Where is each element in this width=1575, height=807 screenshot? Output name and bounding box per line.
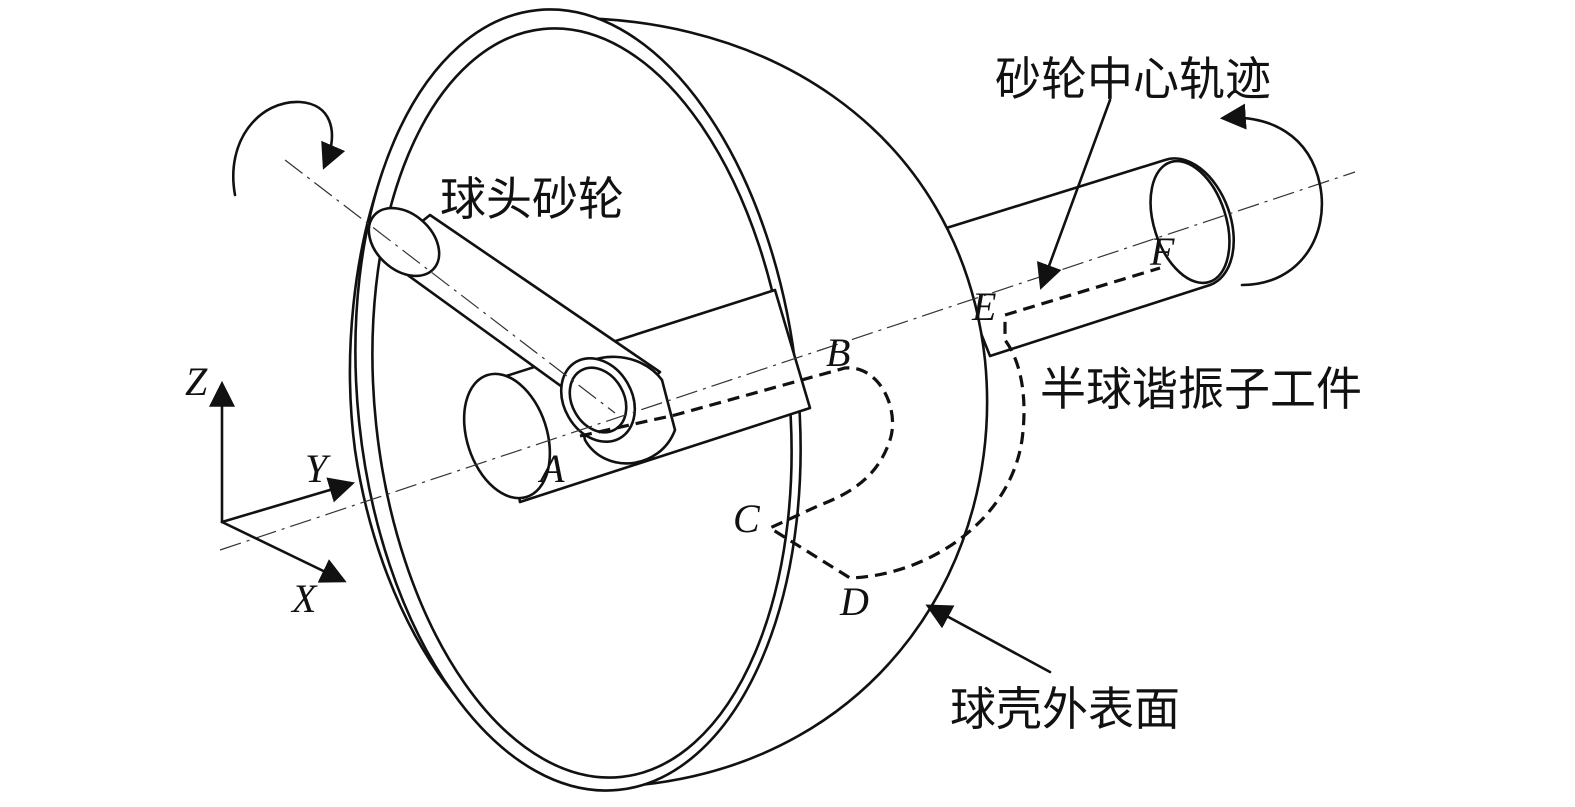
coordinate-axes [209,380,355,583]
point-b-label: B [826,330,850,375]
z-axis-label: Z [185,359,208,404]
point-a-label: A [537,446,565,491]
wheel-rotation-arrow [232,100,346,197]
shell-surface-leader-arrow [925,604,1052,674]
rotation-axis-centerline [219,171,1356,551]
x-axis [220,520,347,583]
wheel-center-trajectory [579,266,1161,580]
workpiece-shaft [938,157,1235,358]
y-axis [220,477,355,524]
wheel-axis-centerline [284,159,616,414]
trajectory-leader-arrow [1036,98,1112,290]
point-f-label: F [1149,229,1175,274]
workpiece-label: 半球谐振子工件 [1040,362,1362,416]
x-axis-label: X [290,576,318,621]
wheel-center-path-label: 砂轮中心轨迹 [995,52,1271,106]
point-c-label: C [733,496,761,541]
workpiece-rotation-arrow [1219,103,1324,287]
grinding-wheel [367,206,677,465]
point-d-label: D [839,579,869,624]
shell-outer-surface-label: 球壳外表面 [950,682,1180,736]
point-e-label: E [971,284,996,329]
grinding-wheel-label: 球头砂轮 [440,172,624,226]
y-axis-label: Y [305,446,331,491]
